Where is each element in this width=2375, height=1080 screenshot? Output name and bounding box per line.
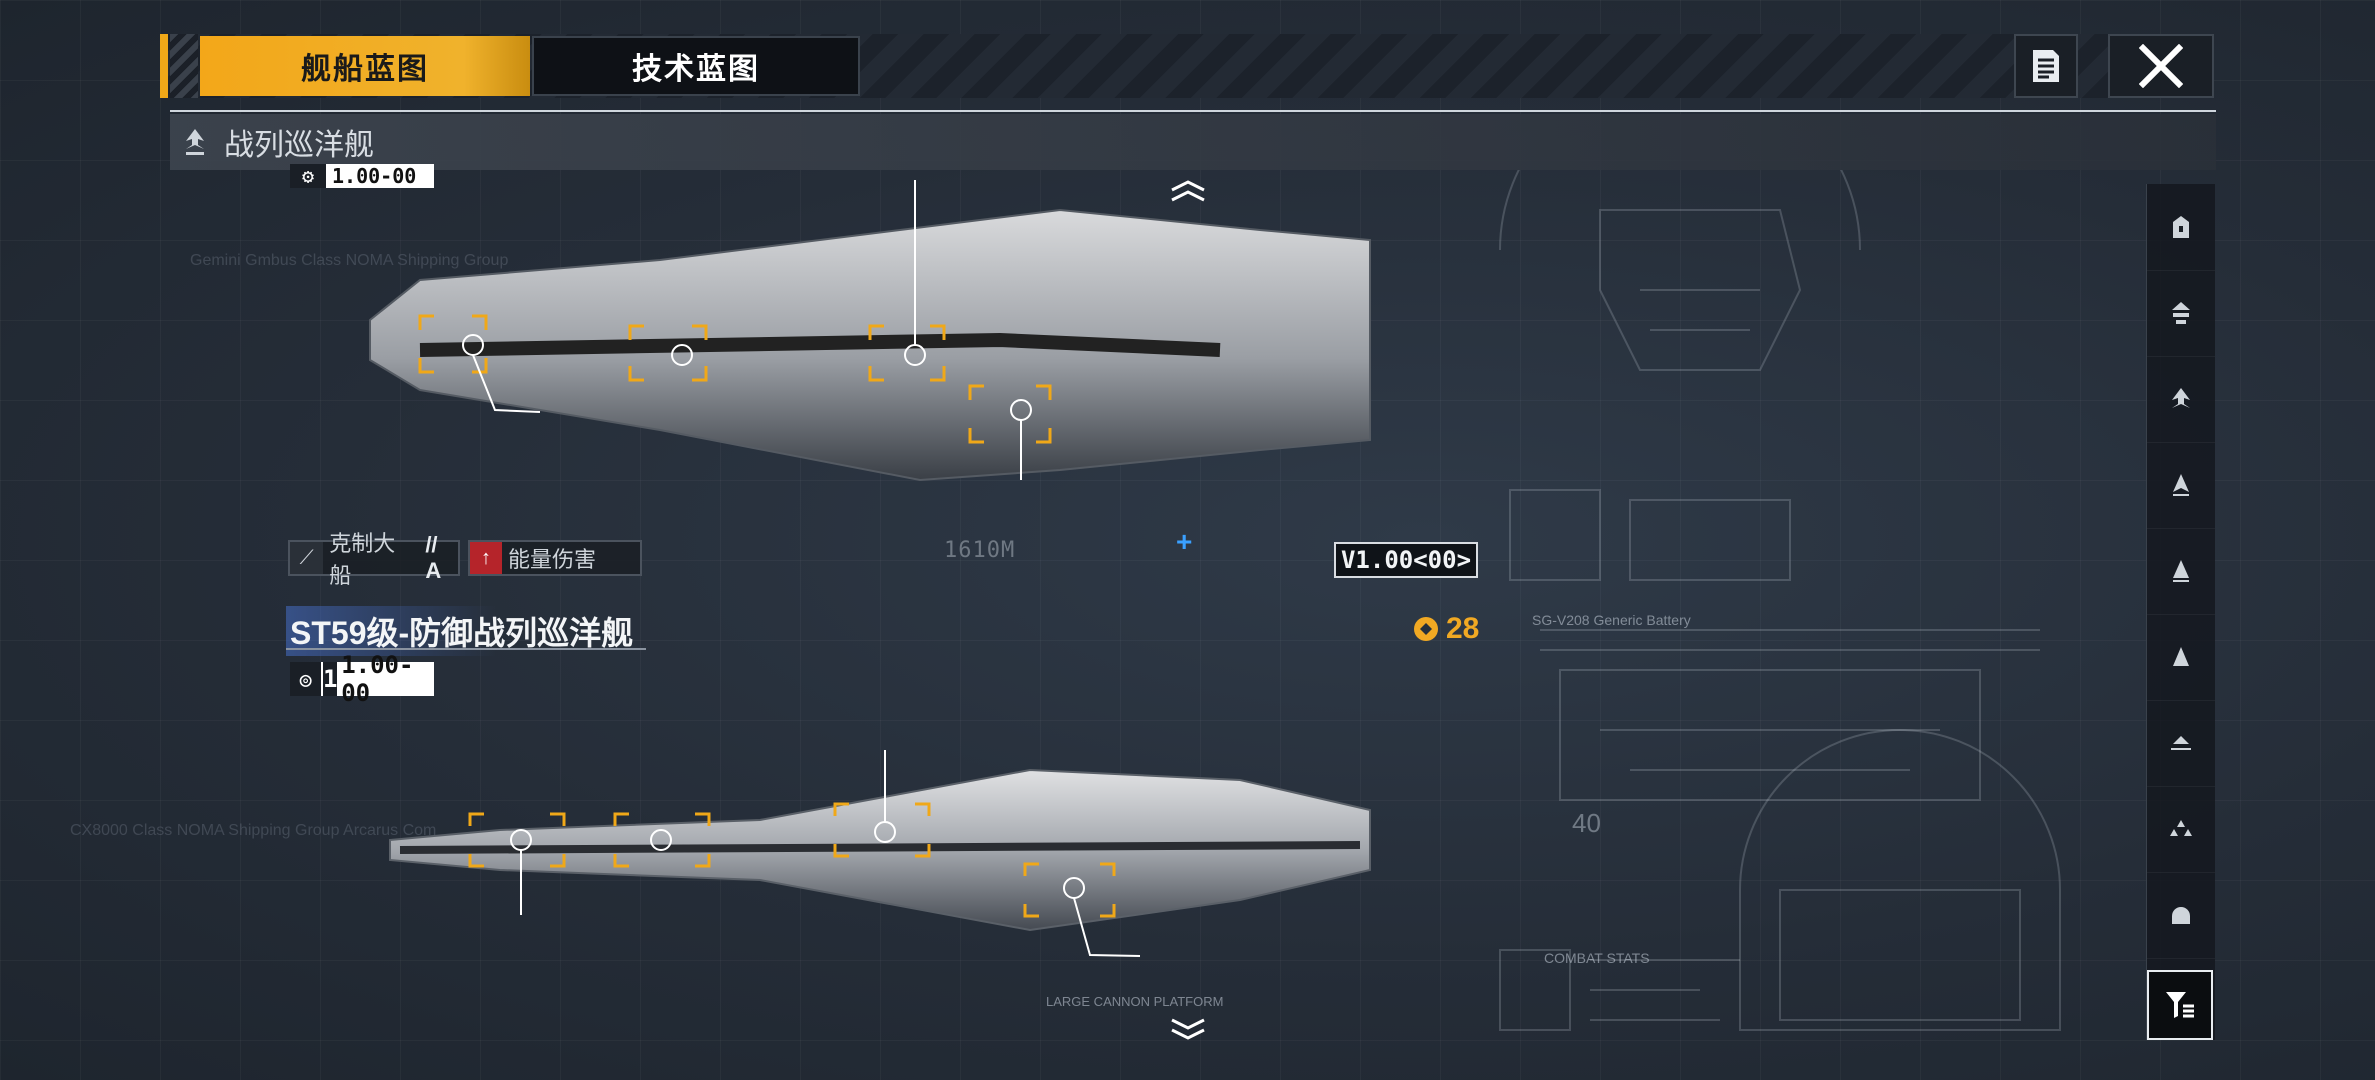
ship-name-underline — [286, 648, 646, 650]
battlecruiser-icon — [184, 127, 210, 157]
ship-model-main — [389, 750, 1371, 957]
battery-label: SG-V208 Generic Battery — [1532, 612, 1691, 628]
frigate-icon — [2173, 647, 2189, 666]
decor-text: Gemini Gmbus Class NOMA Shipping Group — [190, 252, 509, 269]
tag-grade: // A — [425, 532, 442, 583]
close-button[interactable] — [2108, 34, 2214, 98]
filter-cruiser[interactable] — [2147, 442, 2215, 529]
ship-name[interactable]: ST59级-防御战列巡洋舰 — [286, 606, 638, 656]
tag-energy-damage: ↑ 能量伤害 — [468, 540, 642, 576]
notes-button[interactable] — [2014, 34, 2078, 98]
counter-icon: ⟋ — [290, 542, 324, 574]
fighter-icon — [2170, 820, 2192, 836]
version-pill: ◎ 1 1.00-00 — [290, 651, 434, 707]
document-icon — [2033, 50, 2059, 82]
filter-toggle-button[interactable] — [2147, 970, 2213, 1040]
filter-battlecruiser[interactable] — [2147, 356, 2215, 443]
filter-fighter[interactable] — [2147, 786, 2215, 873]
version-box: V1.00<00> — [1334, 542, 1478, 578]
ship-model-top — [369, 180, 1371, 482]
decor-text: CX8000 Class NOMA Shipping Group Arcarus… — [70, 822, 437, 839]
category-bar: 战列巡洋舰 — [170, 114, 2216, 170]
corvette-icon — [2171, 736, 2191, 750]
tab-ship-blueprint[interactable]: 舰船蓝图 — [200, 36, 530, 96]
filter-destroyer[interactable] — [2147, 528, 2215, 615]
header-accent — [160, 34, 168, 98]
close-icon — [2139, 44, 2183, 88]
version-text-top: 1.00-00 — [332, 164, 417, 188]
battlecruiser-icon — [2172, 388, 2190, 408]
header-stripes — [170, 34, 198, 98]
version-pill-top: ⚙ 1.00-00 — [290, 164, 434, 188]
category-label: 战列巡洋舰 — [224, 129, 374, 162]
gear-icon: ⚙ — [290, 164, 326, 188]
cost-badge-icon — [1414, 617, 1438, 641]
cost: 28 — [1412, 612, 1479, 646]
tag-counter-large: ⟋ 克制大船 // A — [288, 531, 460, 588]
filter-station[interactable] — [2147, 184, 2215, 271]
energy-damage-icon: ↑ — [470, 542, 502, 574]
version-prefix: 1 — [323, 662, 337, 696]
blueprint-schematics — [1499, 170, 2061, 1031]
destroyer-icon — [2173, 560, 2189, 582]
dome-icon — [2172, 907, 2190, 924]
cannon-platform-label: LARGE CANNON PLATFORM — [1046, 994, 1224, 1009]
cruiser-icon — [2173, 474, 2189, 496]
filter-dome[interactable] — [2147, 872, 2215, 959]
ship-length: 1610M — [944, 538, 1016, 563]
scroll-down-chevron[interactable] — [1168, 1018, 1208, 1042]
cost-value: 28 — [1446, 612, 1480, 645]
tag-label: 能量伤害 — [508, 547, 597, 572]
tag-label: 克制大船 — [329, 531, 396, 588]
globe-icon: ◎ — [290, 662, 322, 696]
filter-frigate[interactable] — [2147, 614, 2215, 701]
crosshair-icon: + — [1176, 526, 1193, 557]
filter-icon — [2166, 992, 2194, 1018]
version-text: 1.00-00 — [341, 651, 414, 707]
ship-type-filter — [2146, 184, 2215, 1040]
filter-carrier[interactable] — [2147, 270, 2215, 357]
header-divider — [170, 110, 2216, 112]
carrier-icon — [2172, 302, 2190, 324]
scale-label: 40 — [1572, 808, 1601, 838]
station-icon — [2173, 216, 2189, 238]
tab-tech-blueprint[interactable]: 技术蓝图 — [532, 36, 860, 96]
combat-stats-label: COMBAT STATS — [1544, 950, 1650, 966]
filter-corvette[interactable] — [2147, 700, 2215, 787]
scroll-up-chevron[interactable] — [1168, 178, 1208, 202]
